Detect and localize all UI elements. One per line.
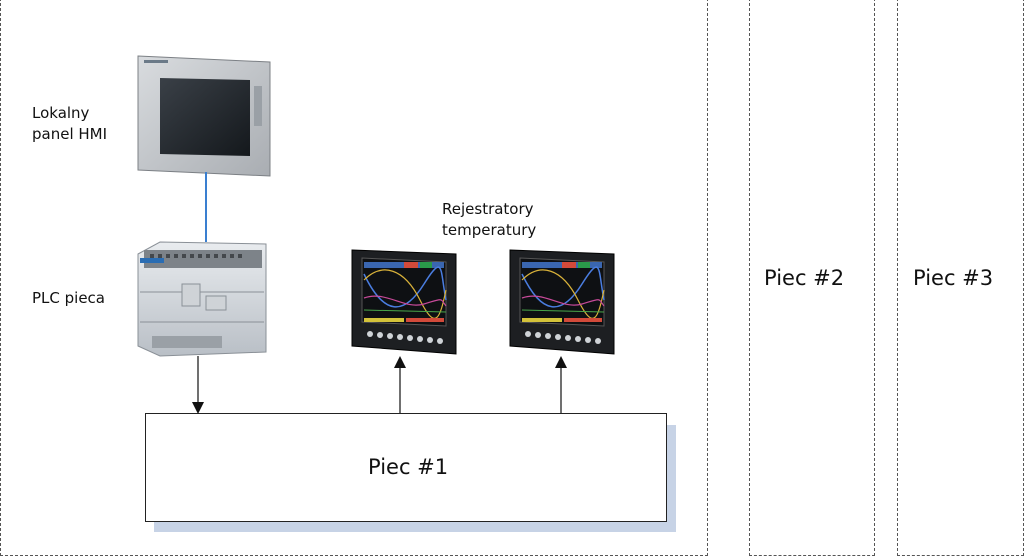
furnace-1-zone [0, 0, 708, 556]
plc-label: PLC pieca [32, 289, 106, 307]
hmi-label-line2: panel HMI [32, 125, 108, 143]
plc-module-icon [137, 241, 267, 357]
hmi-label: Lokalny panel HMI [32, 103, 107, 145]
temperature-recorder-icon [509, 249, 615, 355]
hmi-label-line1: Lokalny [32, 104, 90, 122]
hmi-panel-icon [137, 55, 271, 177]
furnace-2-zone [749, 0, 875, 556]
furnace-1-label: Piec #1 [368, 455, 449, 479]
furnace-3-label: Piec #3 [913, 266, 994, 290]
recorders-label-line1: Rejestratory [442, 200, 534, 218]
recorders-label-line2: temperatury [442, 221, 537, 239]
temperature-recorder-icon [351, 249, 457, 355]
furnace-2-label: Piec #2 [764, 266, 845, 290]
recorders-label: Rejestratory temperatury [442, 199, 536, 241]
furnace-1-box [145, 413, 667, 522]
